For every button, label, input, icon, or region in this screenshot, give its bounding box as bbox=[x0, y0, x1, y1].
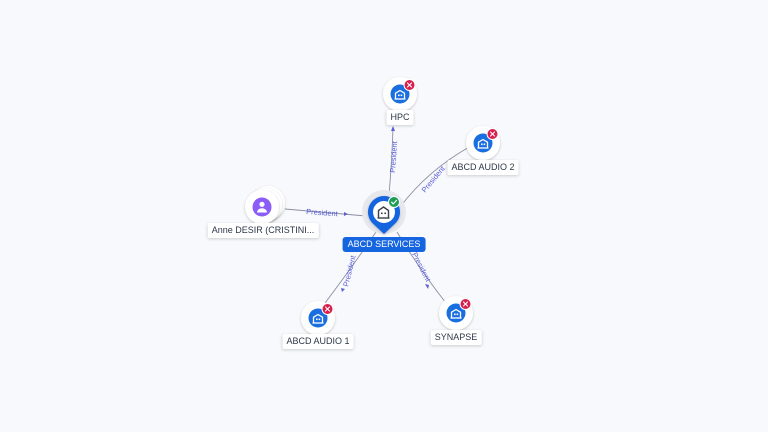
edge-label-abcd-audio-1: President bbox=[341, 254, 358, 288]
x-badge-icon bbox=[321, 303, 334, 315]
check-badge-icon bbox=[388, 196, 400, 208]
x-badge-icon bbox=[459, 298, 472, 310]
arrow-hpc bbox=[391, 126, 395, 131]
node-anne-desir[interactable] bbox=[245, 186, 285, 224]
node-label-synapse[interactable]: SYNAPSE bbox=[430, 330, 482, 345]
edge-label-hpc: President bbox=[388, 140, 399, 173]
x-badge-icon bbox=[403, 79, 416, 91]
arrow-synapse bbox=[425, 284, 429, 289]
node-label-abcd-audio-1[interactable]: ABCD AUDIO 1 bbox=[282, 334, 354, 349]
edge-label-synapse: President bbox=[410, 251, 433, 284]
node-label-hpc[interactable]: HPC bbox=[386, 110, 414, 125]
node-center[interactable] bbox=[362, 190, 406, 234]
edge-abcd-audio-2 bbox=[399, 145, 472, 208]
edge-anne-desir bbox=[284, 208, 367, 217]
node-label-abcd-audio-2[interactable]: ABCD AUDIO 2 bbox=[447, 160, 519, 175]
node-label-anne-desir[interactable]: Anne DESIR (CRISTINI... bbox=[207, 223, 319, 238]
node-abcd-audio-2[interactable] bbox=[466, 126, 500, 160]
arrow-abcd-audio-1 bbox=[341, 288, 345, 292]
edge-hpc bbox=[388, 127, 394, 196]
person-icon bbox=[257, 201, 267, 213]
building-icon bbox=[377, 206, 390, 219]
node-abcd-audio-1[interactable] bbox=[301, 301, 335, 335]
edge-label-anne-desir: President bbox=[306, 207, 339, 218]
x-badge-icon bbox=[486, 128, 499, 140]
edge-label-abcd-audio-2: President bbox=[420, 164, 448, 195]
center-node-label[interactable]: ABCD SERVICES bbox=[342, 237, 426, 252]
node-synapse[interactable] bbox=[439, 296, 473, 330]
node-hpc[interactable] bbox=[383, 77, 417, 111]
arrow-anne-desir bbox=[344, 212, 348, 216]
